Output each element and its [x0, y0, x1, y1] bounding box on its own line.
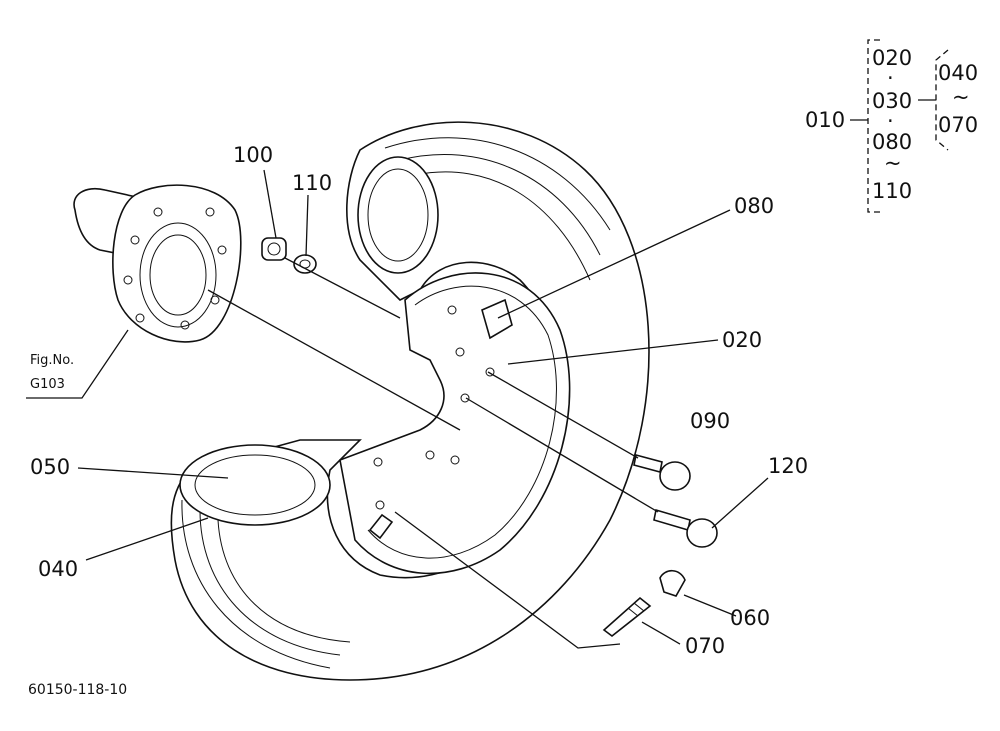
tire	[170, 121, 650, 681]
key-a-sep1: ·	[887, 66, 894, 90]
drawing-number: 60150-118-10	[28, 682, 127, 698]
key-root: 010	[805, 108, 845, 132]
label-120: 120	[768, 454, 808, 478]
label-090: 090	[690, 409, 730, 433]
key-a-bottom: 080	[872, 130, 912, 154]
key-a-top: 020	[872, 46, 912, 70]
key-a-mid: 030	[872, 89, 912, 113]
label-040: 040	[38, 557, 78, 581]
label-060: 060	[730, 606, 770, 630]
washer-110	[293, 254, 317, 274]
callout-labels: 100 110 080 020 090 120 050 040 060 070	[30, 143, 808, 658]
leader-lines	[26, 169, 769, 649]
hub	[73, 184, 242, 343]
bolt-120	[653, 508, 718, 548]
fig-no-label: Fig.No.	[30, 353, 74, 368]
key-b-top: 040	[938, 61, 978, 85]
key-b-bottom: 070	[938, 113, 978, 137]
nut-100	[261, 237, 287, 261]
valve-cap-060	[659, 569, 686, 597]
figure-reference: Fig.No. G103	[30, 353, 74, 392]
label-110: 110	[292, 171, 332, 195]
bolt-090	[633, 454, 691, 491]
label-070: 070	[685, 634, 725, 658]
key-b-range: ~	[952, 85, 970, 109]
key-a-range: ~	[884, 151, 902, 175]
valve-070	[602, 596, 652, 638]
label-020: 020	[722, 328, 762, 352]
label-050: 050	[30, 455, 70, 479]
key-a-end: 110	[872, 179, 912, 203]
fig-no-value: G103	[30, 377, 65, 392]
label-100: 100	[233, 143, 273, 167]
key-a-sep2: ·	[887, 109, 894, 133]
assembly-key: 010 020 · 030 · 080 ~ 110 040 ~ 070	[805, 39, 978, 213]
label-080: 080	[734, 194, 774, 218]
